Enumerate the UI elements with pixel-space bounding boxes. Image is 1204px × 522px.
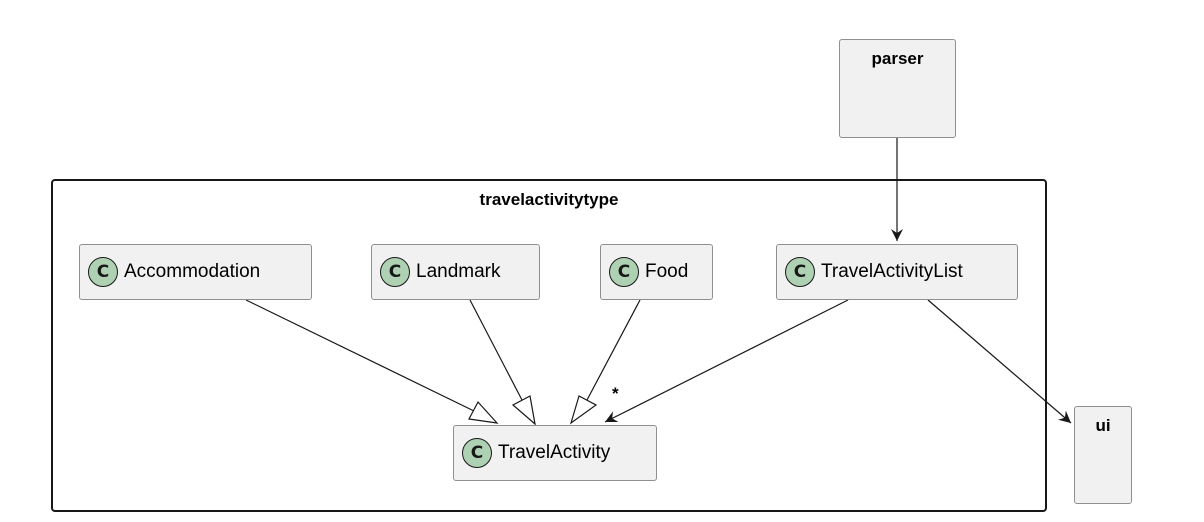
class-accommodation[interactable]: C Accommodation [79,244,312,300]
class-stereotype-icon: C [609,257,639,287]
package-title-parser: parser [871,49,924,68]
package-parser: parser [839,39,956,138]
class-travelactivity[interactable]: C TravelActivity [453,425,657,481]
inheritance-accommodation-travelactivity [245,299,499,424]
class-name: Landmark [416,261,501,282]
multiplicity-label: * [612,384,619,403]
association-travelactivitylist-travelactivity [604,299,849,423]
class-stereotype-icon: C [785,257,815,287]
package-title-travelactivitytype: travelactivitytype [479,190,619,209]
package-ui: ui [1074,406,1132,504]
inheritance-landmark-travelactivity [469,299,536,426]
package-title-ui: ui [1095,416,1111,435]
class-name: Food [645,261,689,282]
class-name: TravelActivity [498,442,611,463]
class-name: Accommodation [124,261,261,282]
class-name: TravelActivityList [821,261,963,282]
class-stereotype-icon: C [380,257,410,287]
class-landmark[interactable]: C Landmark [371,244,540,300]
class-travelactivitylist[interactable]: C TravelActivityList [776,244,1018,300]
inheritance-food-travelactivity [569,299,641,425]
class-stereotype-icon: C [462,438,492,468]
class-food[interactable]: C Food [600,244,713,300]
class-stereotype-icon: C [88,257,118,287]
dependency-travelactivitylist-ui [927,299,1072,424]
